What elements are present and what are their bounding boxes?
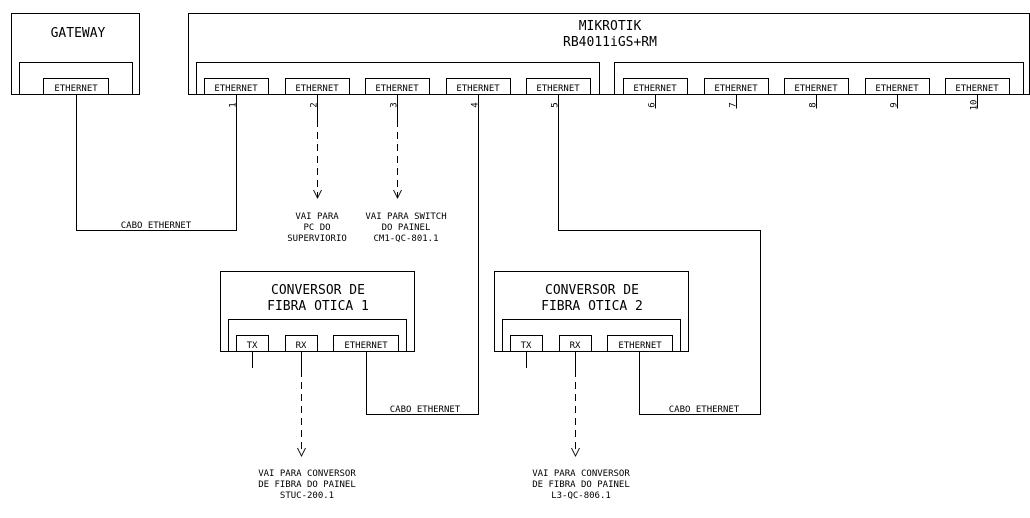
converter1-title-line1: CONVERSOR DE [271,283,365,298]
converter1-ethernet-label: ETHERNET [344,341,388,351]
converter1-destination-line3: STUC-200.1 [280,491,334,501]
port2-destination-line3: SUPERVIORIO [287,234,347,244]
router-port-6: ETHERNET 6 [623,78,688,109]
converter2-destination-line1: VAI PARA CONVERSOR [532,469,630,479]
converter2-destination-line2: DE FIBRA DO PAINEL [532,480,630,490]
fiber-converter-1: CONVERSOR DE FIBRA OTICA 1 TX RX ETHERNE… [220,271,415,352]
router-port-10: ETHERNET 10 [945,78,1010,111]
converter2-title-line1: CONVERSOR DE [545,283,639,298]
router-port-8: ETHERNET 8 [784,78,849,109]
port2-arrow-icon [313,189,322,200]
router-model: RB4011iGS+RM [563,35,657,50]
port2-destination-line2: PC DO [303,223,330,233]
fiber-converter-2: CONVERSOR DE FIBRA OTICA 2 TX RX ETHERNE… [494,271,689,352]
converter2-destination-line3: L3-QC-806.1 [551,491,611,501]
router-port-number: 5 [551,102,561,107]
gateway-ethernet-port-label: ETHERNET [54,84,98,94]
router-port-label: ETHERNET [714,84,758,94]
router-port-label: ETHERNET [456,84,500,94]
router-port-label: ETHERNET [295,84,339,94]
converter1-destination-line1: VAI PARA CONVERSOR [258,469,356,479]
converter1-destination-line2: DE FIBRA DO PAINEL [258,480,356,490]
cable-port4-to-converter1 [366,94,479,415]
router-port-label: ETHERNET [633,84,677,94]
cable-port5-to-converter2 [558,94,761,415]
router-port-number: 10 [970,100,980,111]
cable-label-converter2: CABO ETHERNET [669,405,740,415]
router-port-number: 9 [890,102,900,107]
router-port-number: 1 [229,102,239,107]
converter1-port-panel [228,319,407,352]
gateway-title: GATEWAY [51,26,106,41]
router-port-9: ETHERNET 9 [865,78,930,109]
converter2-ethernet-label: ETHERNET [618,341,662,351]
router-port-number: 3 [390,102,400,107]
router-port-label: ETHERNET [536,84,580,94]
router-port-number: 2 [310,102,320,107]
converter1-arrow-icon [297,447,306,458]
converter2-title-line2: FIBRA OTICA 2 [541,299,643,314]
cable-label-gateway: CABO ETHERNET [121,221,192,231]
router-port-group-2 [614,62,1024,95]
port3-destination-line2: DO PAINEL [382,223,431,233]
converter2-tx-label: TX [521,341,532,351]
router-port-label: ETHERNET [955,84,999,94]
router-port-number: 6 [648,102,658,107]
router-port-label: ETHERNET [794,84,838,94]
port3-destination-line3: CM1-QC-801.1 [373,234,438,244]
router-port-7: ETHERNET 7 [704,78,769,109]
converter1-title-line2: FIBRA OTICA 1 [267,299,369,314]
router-title: MIKROTIK [579,19,642,34]
port3-destination-line1: VAI PARA SWITCH [365,212,446,222]
port3-arrow-icon [393,189,402,200]
router-port-group-1 [196,62,600,95]
converter2-arrow-icon [571,447,580,458]
cable-gateway-to-port1 [76,94,237,231]
gateway-port-panel [19,62,133,95]
gateway-device: GATEWAY ETHERNET [11,13,140,95]
converter2-port-panel [502,319,681,352]
converter2-rx-label: RX [570,341,581,351]
converter1-tx-label: TX [247,341,258,351]
router-port-label: ETHERNET [214,84,258,94]
port2-destination-line1: VAI PARA [295,212,339,222]
router-port-number: 8 [809,102,819,107]
cable-label-converter1: CABO ETHERNET [390,405,461,415]
router-port-number: 7 [729,102,739,107]
mikrotik-router: MIKROTIK RB4011iGS+RM ETHERNET 1 ETHERNET 2… [188,13,1030,111]
router-port-label: ETHERNET [875,84,919,94]
router-port-label: ETHERNET [375,84,419,94]
router-port-number: 4 [471,102,481,107]
converter1-rx-label: RX [296,341,307,351]
